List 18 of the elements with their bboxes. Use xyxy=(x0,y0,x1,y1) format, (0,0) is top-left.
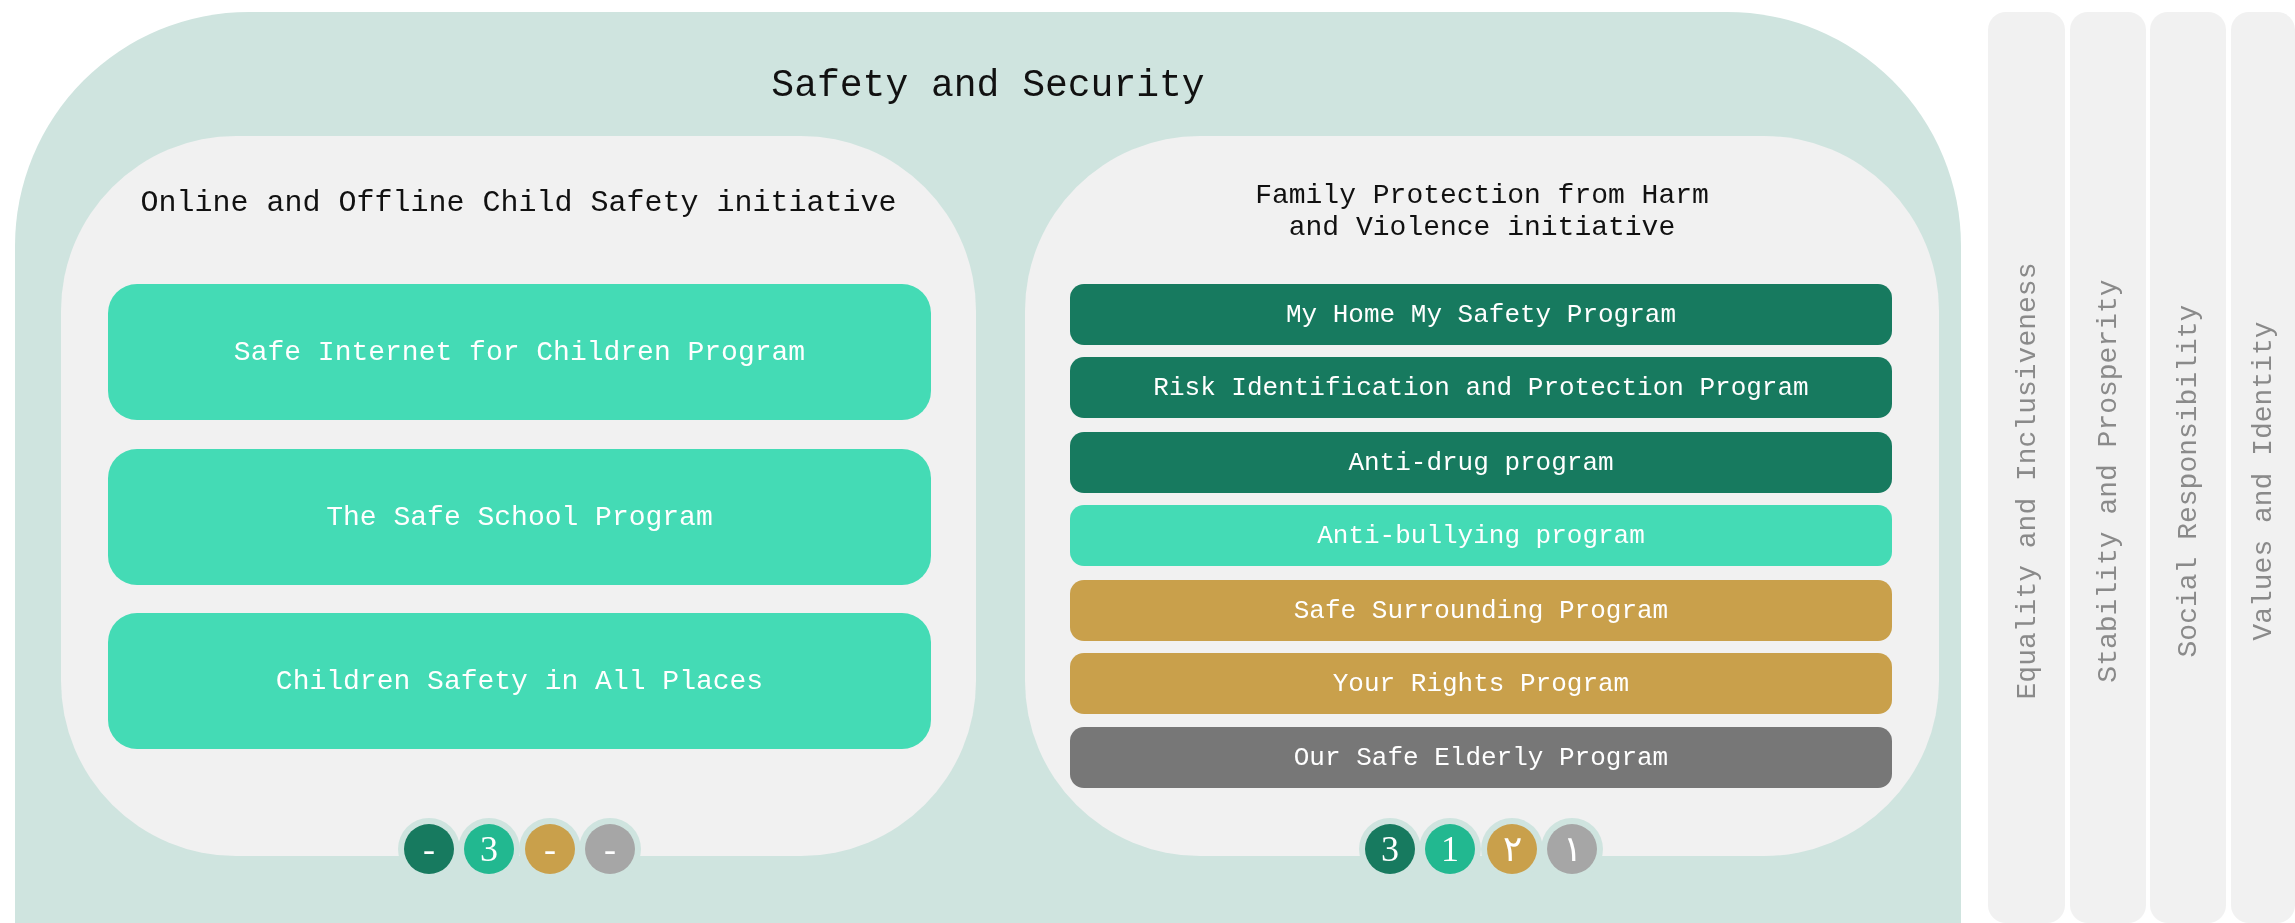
program-box: Your Rights Program xyxy=(1070,653,1892,714)
pillar-label: Stability and Prosperity xyxy=(2092,279,2124,683)
pillar-label: Values and Identity xyxy=(2247,321,2279,641)
category-panel xyxy=(15,12,1961,923)
program-box: Anti-drug program xyxy=(1070,432,1892,493)
program-box: The Safe School Program xyxy=(108,449,931,585)
panel-title: Safety and Security xyxy=(770,64,1206,107)
initiative-title: Family Protection from Harm and Violence initiative xyxy=(1254,180,1710,245)
program-box: Safe Surrounding Program xyxy=(1070,580,1892,641)
program-box: Risk Identification and Protection Program xyxy=(1070,357,1892,418)
initiative-title: Online and Offline Child Safety initiative xyxy=(139,186,898,220)
program-box: My Home My Safety Program xyxy=(1070,284,1892,345)
program-box: Children Safety in All Places xyxy=(108,613,931,749)
pillar-label: Equality and Inclusiveness xyxy=(2011,262,2042,700)
pillar-label: Social Responsibility xyxy=(2172,304,2204,658)
program-box: Safe Internet for Children Program xyxy=(108,284,931,420)
program-box: Our Safe Elderly Program xyxy=(1070,727,1892,788)
program-box: Anti-bullying program xyxy=(1070,505,1892,566)
